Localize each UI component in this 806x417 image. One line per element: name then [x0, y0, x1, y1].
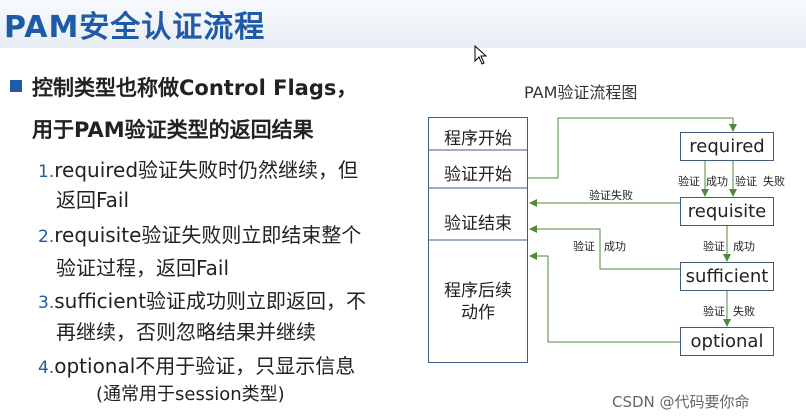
- box-program-start: 程序开始: [444, 129, 512, 149]
- edge-label-verify-fail: 验证失败: [589, 189, 633, 202]
- list-item-2: 2.requisite验证失败则立即结束整个: [38, 219, 361, 248]
- box-required: required: [680, 132, 774, 161]
- item-text: sufficient验证成功则立即返回，不: [54, 289, 367, 313]
- edge-label-fail: 失败: [763, 175, 785, 188]
- list-item-3: 3.sufficient验证成功则立即返回，不: [38, 285, 366, 314]
- diagram-title: PAM验证流程图: [524, 83, 638, 102]
- edge-label-verify: 验证: [703, 240, 725, 253]
- note-text: (通常用于session类型): [96, 384, 285, 405]
- item-text: optional不用于验证，只显示信息: [54, 354, 356, 378]
- box-verify-start: 验证开始: [444, 165, 512, 185]
- watermark: CSDN @代码要你命: [612, 393, 750, 411]
- list-item-1: 1.required验证失败时仍然继续，但: [38, 154, 358, 183]
- mouse-cursor-icon: [474, 45, 488, 65]
- heading-line-2: 用于PAM验证类型的返回结果: [32, 118, 314, 142]
- list-item-1-cont: 返回Fail: [56, 188, 130, 212]
- item-number: 3.: [38, 293, 55, 313]
- edge-label-fail: 失败: [733, 305, 755, 318]
- item-text: required验证失败时仍然继续，但: [54, 158, 359, 182]
- edge-label-verify: 验证: [703, 305, 725, 318]
- edge-label-success: 成功: [706, 175, 728, 188]
- edge-label-verify: 验证: [573, 240, 595, 253]
- box-optional: optional: [680, 327, 774, 356]
- edge-label-verify: 验证: [735, 175, 757, 188]
- box-requisite: requisite: [680, 197, 774, 226]
- title-bar: [0, 0, 806, 48]
- list-item-2-cont: 验证过程，返回Fail: [56, 256, 230, 280]
- edge-label-verify: 验证: [678, 175, 700, 188]
- item-number: 2.: [38, 227, 55, 247]
- edge-label-success: 成功: [733, 240, 755, 253]
- item-number: 4.: [38, 358, 55, 378]
- edge-label-success: 成功: [604, 240, 626, 253]
- slide-title: PAM安全认证流程: [4, 10, 266, 45]
- list-item-4: 4.optional不用于验证，只显示信息: [38, 350, 355, 379]
- item-number: 1.: [38, 162, 55, 182]
- box-program-follow-up: 程序后续: [444, 281, 512, 301]
- box-verify-end: 验证结束: [444, 214, 512, 234]
- box-sufficient: sufficient: [680, 262, 774, 291]
- heading-line-1: 控制类型也称做Control Flags，: [32, 76, 358, 100]
- list-item-3-cont: 再继续，否则忽略结果并继续: [56, 320, 316, 344]
- box-program-follow-up-2: 动作: [461, 303, 495, 323]
- item-text: requisite验证失败则立即结束整个: [54, 223, 362, 247]
- bullet-square-icon: [10, 80, 22, 92]
